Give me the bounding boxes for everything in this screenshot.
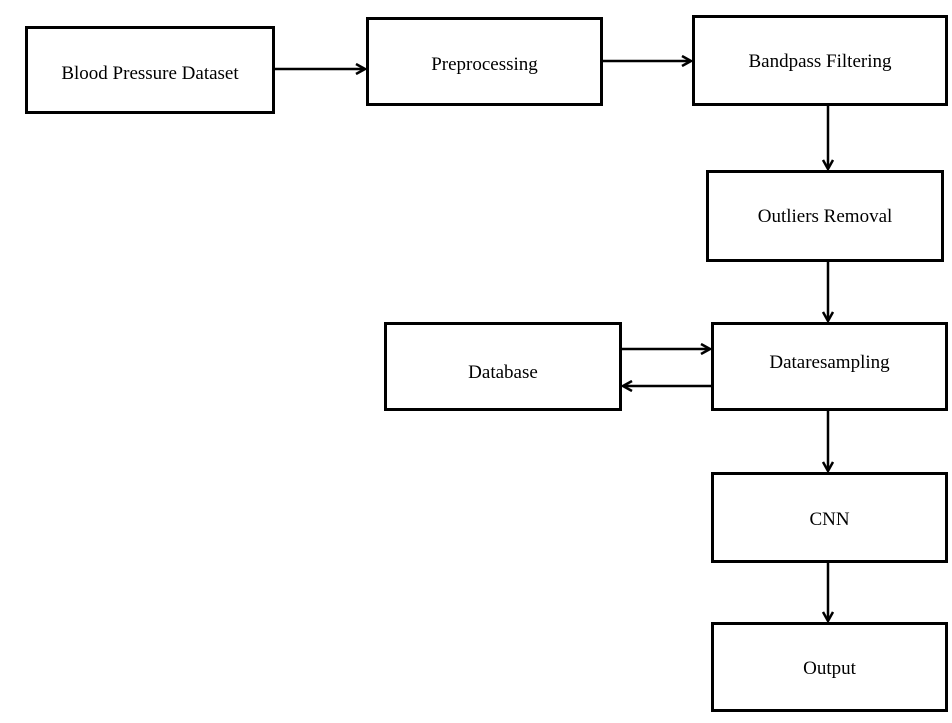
node-label-bandpass-filtering: Bandpass Filtering	[748, 51, 892, 72]
node-label-cnn: CNN	[809, 509, 850, 530]
node-database: Database	[384, 322, 622, 411]
node-cnn: CNN	[711, 472, 948, 563]
node-label-dataresampling: Dataresampling	[769, 352, 890, 373]
node-outliers-removal: Outliers Removal	[706, 170, 944, 262]
node-dataresampling: Dataresampling	[711, 322, 948, 411]
node-label-blood-pressure-dataset: Blood Pressure Dataset	[61, 63, 239, 84]
node-bandpass-filtering: Bandpass Filtering	[692, 15, 948, 106]
node-label-outliers-removal: Outliers Removal	[757, 206, 893, 227]
node-blood-pressure-dataset: Blood Pressure Dataset	[25, 26, 275, 114]
node-label-output: Output	[803, 658, 856, 679]
node-label-database: Database	[468, 362, 538, 383]
node-preprocessing: Preprocessing	[366, 17, 603, 106]
node-label-preprocessing: Preprocessing	[431, 54, 538, 75]
node-output: Output	[711, 622, 948, 712]
